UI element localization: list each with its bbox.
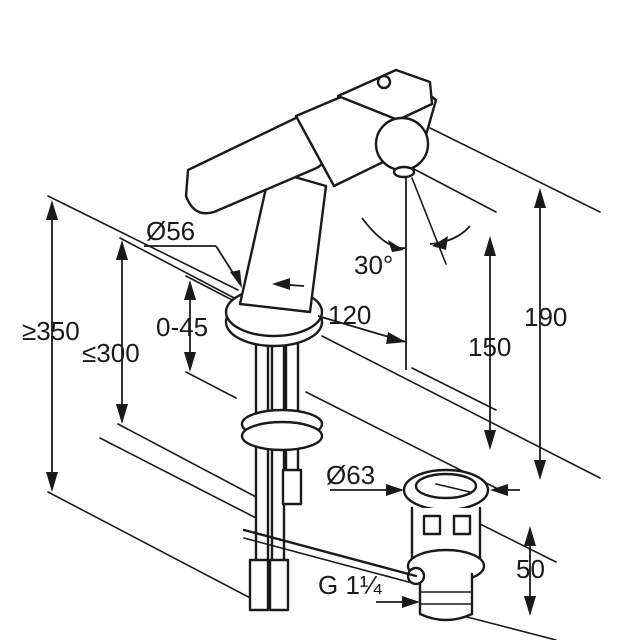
- waste-drain: [402, 468, 490, 622]
- dimension-line-300: [116, 240, 128, 424]
- label-deck-thickness: 0-45: [156, 312, 208, 342]
- hose-fitting-left: [248, 558, 270, 612]
- mounting-nut-lower: [240, 420, 324, 452]
- drain-tailpiece: [418, 572, 474, 622]
- drain-window-right: [452, 514, 472, 536]
- angle-arc-right: [429, 225, 471, 245]
- label-hose-length: ≤300: [82, 338, 140, 368]
- top-cap: [336, 68, 434, 122]
- label-overall-height: 190: [524, 302, 567, 332]
- pop-up-rod: [242, 528, 418, 585]
- hose-fitting-right: [268, 558, 290, 612]
- spout-axis-lines: [317, 176, 471, 370]
- label-waste-diameter: Ø63: [326, 460, 375, 490]
- angle-arc-left: [361, 217, 407, 249]
- label-swivel-angle: 30°: [354, 250, 393, 280]
- faucet-column: [238, 168, 328, 314]
- dimension-line-150: [484, 236, 496, 450]
- drain-window-left: [422, 514, 442, 536]
- faucet-body: [184, 68, 438, 612]
- hose-fitting-upper: [281, 468, 303, 506]
- dimension-line-350: [46, 200, 58, 492]
- label-waste-height: 50: [516, 554, 545, 584]
- label-spout-height: 150: [468, 332, 511, 362]
- label-base-diameter: Ø56: [146, 216, 195, 246]
- label-spout-reach: 120: [328, 300, 371, 330]
- label-waste-thread: G 1¼: [318, 570, 382, 600]
- dimension-line-0-45: [184, 280, 196, 372]
- dimension-line-50: [524, 526, 536, 616]
- label-height-total: ≥350: [22, 316, 80, 346]
- outlet-head: [374, 116, 430, 172]
- leader-63: [330, 484, 520, 496]
- cap-screw: [376, 74, 392, 90]
- leader-thread: [376, 596, 420, 608]
- aerator: [392, 165, 416, 179]
- dimension-line-190: [534, 188, 546, 480]
- leader-56: [144, 245, 305, 290]
